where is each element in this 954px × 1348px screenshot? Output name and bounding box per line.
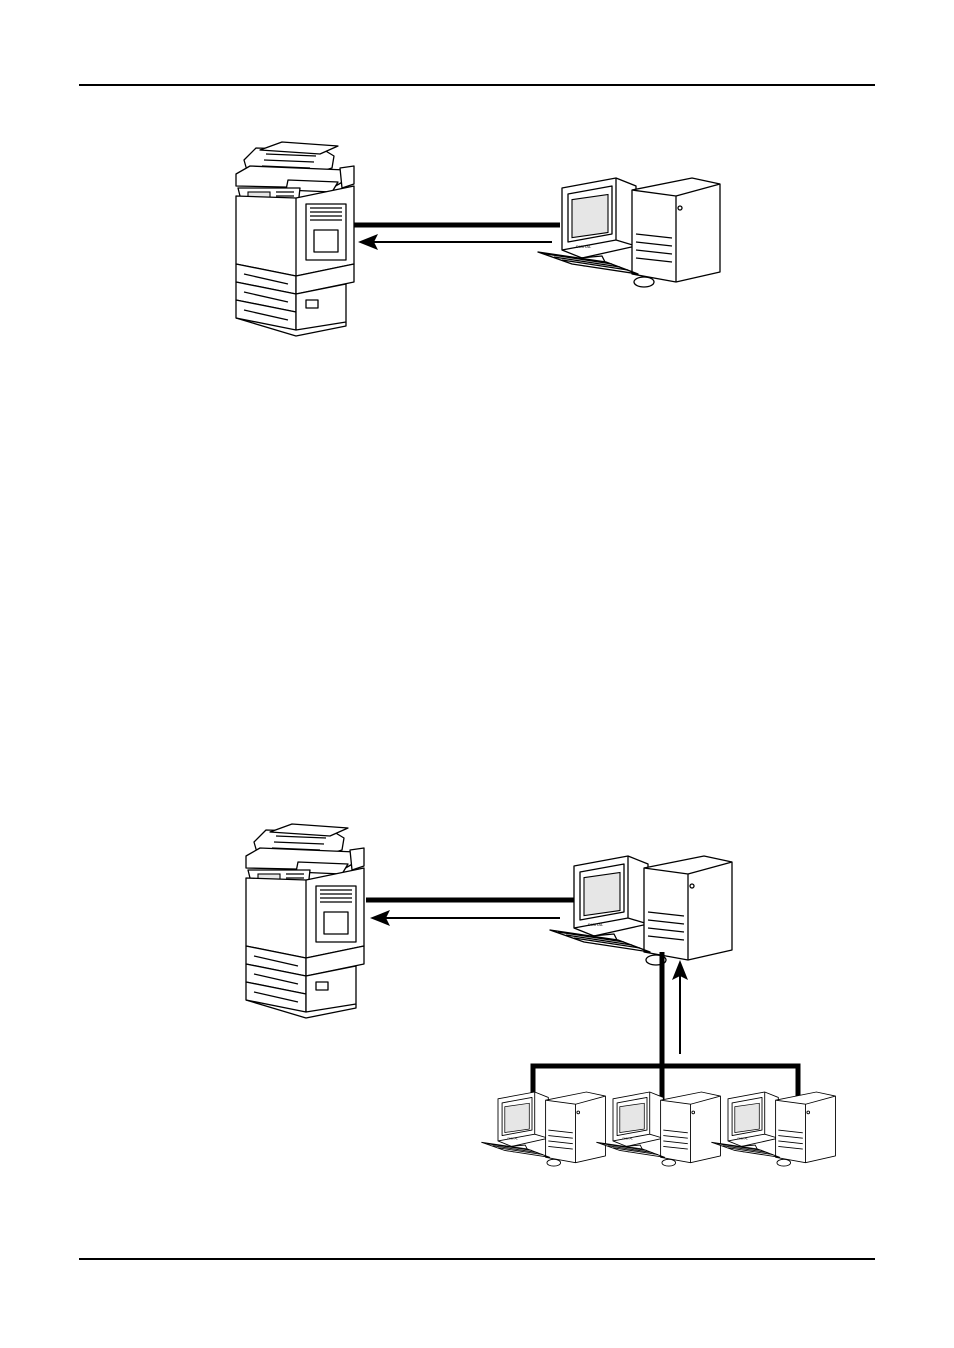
network-client-icon (482, 1092, 606, 1166)
client-data-arrow (672, 960, 688, 1054)
mfp-printer-icon (246, 824, 364, 1018)
desktop-computer-icon (538, 178, 720, 287)
diagram-network (246, 824, 835, 1166)
network-client-icon (712, 1092, 836, 1166)
mfp-printer-icon (236, 142, 354, 336)
diagram-direct (236, 142, 720, 336)
print-data-arrow (370, 910, 560, 926)
network-client-icon (597, 1092, 721, 1166)
print-data-arrow (358, 234, 552, 250)
print-server-icon (550, 856, 732, 965)
